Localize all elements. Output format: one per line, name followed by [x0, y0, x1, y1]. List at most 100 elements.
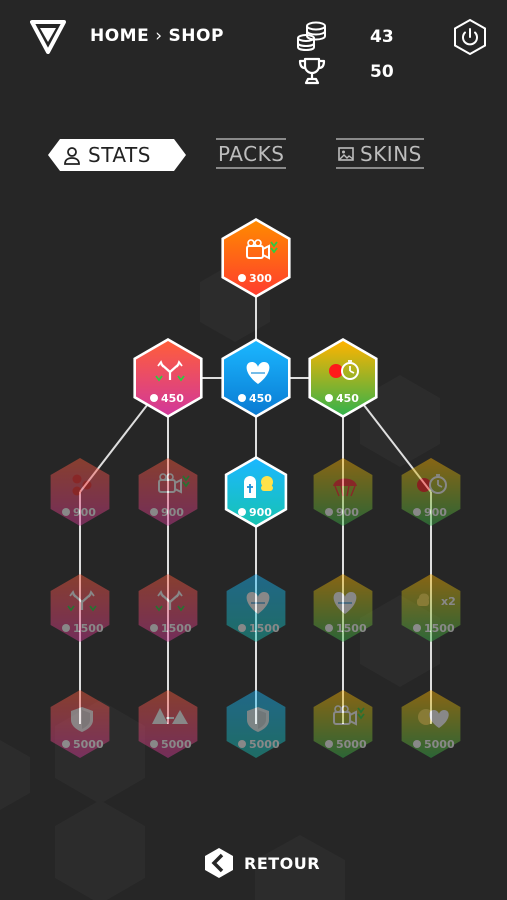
tab-stats[interactable]: STATS [48, 139, 186, 171]
shapes-icon [152, 708, 188, 724]
coin-dot-icon [150, 394, 158, 402]
breadcrumb: HOME › SHOP [90, 26, 224, 46]
back-chevron-icon [205, 848, 233, 878]
trophies-count: 50 [370, 62, 394, 82]
skill-node-price: 5000 [249, 738, 280, 751]
coins-icon [297, 21, 326, 52]
skill-node-split-arrows[interactable]: 450 [133, 338, 203, 418]
skill-node-price: 300 [249, 272, 272, 285]
chevron-right-icon: › [155, 26, 163, 46]
timer-icon [417, 474, 447, 494]
game-logo [30, 20, 66, 54]
skill-node-hexagon [226, 690, 286, 758]
skill-node-hexagon [138, 690, 198, 758]
image-icon [338, 147, 354, 161]
coin-dot-icon [62, 508, 70, 516]
skill-node-price: 900 [336, 506, 359, 519]
skill-node-hexagon [313, 690, 373, 758]
skill-node-health-2[interactable]: 1500 [226, 574, 286, 642]
coin-dot-icon [150, 740, 158, 748]
skill-node-shapes[interactable]: 5000 [138, 690, 198, 758]
skill-node-hexagon [138, 458, 198, 526]
coin-dot-icon [62, 624, 70, 632]
skill-node-camera-boost[interactable]: 300 [221, 218, 291, 298]
skill-node-price: 450 [161, 392, 184, 405]
tombstone-icon [244, 476, 273, 498]
skill-node-price: 5000 [336, 738, 367, 751]
coin-dot-icon [413, 508, 421, 516]
skill-node-double[interactable]: x2 1500 [401, 574, 461, 642]
skill-node-price: 5000 [73, 738, 104, 751]
tab-stats-background [48, 139, 186, 171]
skill-node-hexagon [313, 574, 373, 642]
tab-stats-label: STATS [88, 143, 151, 167]
skill-node-multi-dots[interactable]: 900 [50, 458, 110, 526]
timer-icon [329, 360, 359, 380]
back-button[interactable]: RETOUR [202, 846, 320, 880]
skill-node-timer-bomb[interactable]: 450 [308, 338, 378, 418]
skill-node-price: 900 [161, 506, 184, 519]
coin-dot-icon [413, 624, 421, 632]
net-icon [333, 478, 357, 497]
skill-node-price: 1500 [73, 622, 104, 635]
skill-node-hexagon [50, 458, 110, 526]
coin-dot-icon [238, 394, 246, 402]
skill-node-camera-2[interactable]: 900 [138, 458, 198, 526]
heart-hp-icon [246, 362, 270, 384]
skill-node-timer-2[interactable]: 900 [401, 458, 461, 526]
skill-node-price: 1500 [424, 622, 455, 635]
coin-dot-icon [325, 508, 333, 516]
camera-icon [333, 705, 365, 726]
skill-node-hexagon [313, 458, 373, 526]
coin-dot-icon [150, 508, 158, 516]
skill-node-health-3[interactable]: 1500 [313, 574, 373, 642]
skill-node-split-2[interactable]: 1500 [50, 574, 110, 642]
coin-dot-icon [150, 624, 158, 632]
skill-node-price: 900 [73, 506, 96, 519]
skill-node-health[interactable]: 450 [221, 338, 291, 418]
skill-node-price: 1500 [249, 622, 280, 635]
coin-dot-icon [238, 624, 246, 632]
tab-skins[interactable]: SKINS [336, 138, 424, 169]
user-icon [64, 147, 80, 165]
skill-node-shield-2[interactable]: 5000 [226, 690, 286, 758]
skill-node-hexagon [401, 574, 461, 642]
skill-node-price: 1500 [161, 622, 192, 635]
breadcrumb-shop: SHOP [168, 26, 224, 46]
tab-skins-label: SKINS [360, 142, 422, 166]
skill-node-revive[interactable]: 900 [224, 456, 288, 528]
skill-node-price: 450 [249, 392, 272, 405]
shield-icon [71, 707, 93, 732]
coin-dot-icon [325, 624, 333, 632]
skill-node-shield[interactable]: 5000 [50, 690, 110, 758]
combo-icon [418, 709, 449, 728]
back-label: RETOUR [244, 853, 321, 873]
skill-node-camera-3[interactable]: 5000 [313, 690, 373, 758]
skill-node-combo[interactable]: 5000 [401, 690, 461, 758]
coin-dot-icon [62, 740, 70, 748]
skill-node-price: 900 [424, 506, 447, 519]
tab-packs[interactable]: PACKS [216, 138, 287, 169]
coin-dot-icon [238, 508, 246, 516]
split-arrows-icon [155, 590, 185, 612]
skill-node-price: 5000 [161, 738, 192, 751]
skill-node-split-3[interactable]: 1500 [138, 574, 198, 642]
skill-node-hexagon [138, 574, 198, 642]
dots-icon [72, 474, 92, 496]
skill-node-net[interactable]: 900 [313, 458, 373, 526]
shield-icon [247, 707, 269, 732]
coin-dot-icon [325, 394, 333, 402]
camera-icon [158, 473, 190, 494]
heart-hp-icon [333, 592, 357, 614]
skill-node-hexagon [401, 690, 461, 758]
camera-icon [246, 239, 278, 260]
skill-node-hexagon [50, 574, 110, 642]
coin-dot-icon [325, 740, 333, 748]
skill-node-badge: x2 [441, 595, 456, 608]
skill-node-price: 450 [336, 392, 359, 405]
skill-node-price: 900 [249, 506, 272, 519]
skill-node-price: 5000 [424, 738, 455, 751]
power-button[interactable] [452, 18, 488, 56]
coin-dot-icon [238, 274, 246, 282]
breadcrumb-home[interactable]: HOME [90, 26, 150, 46]
